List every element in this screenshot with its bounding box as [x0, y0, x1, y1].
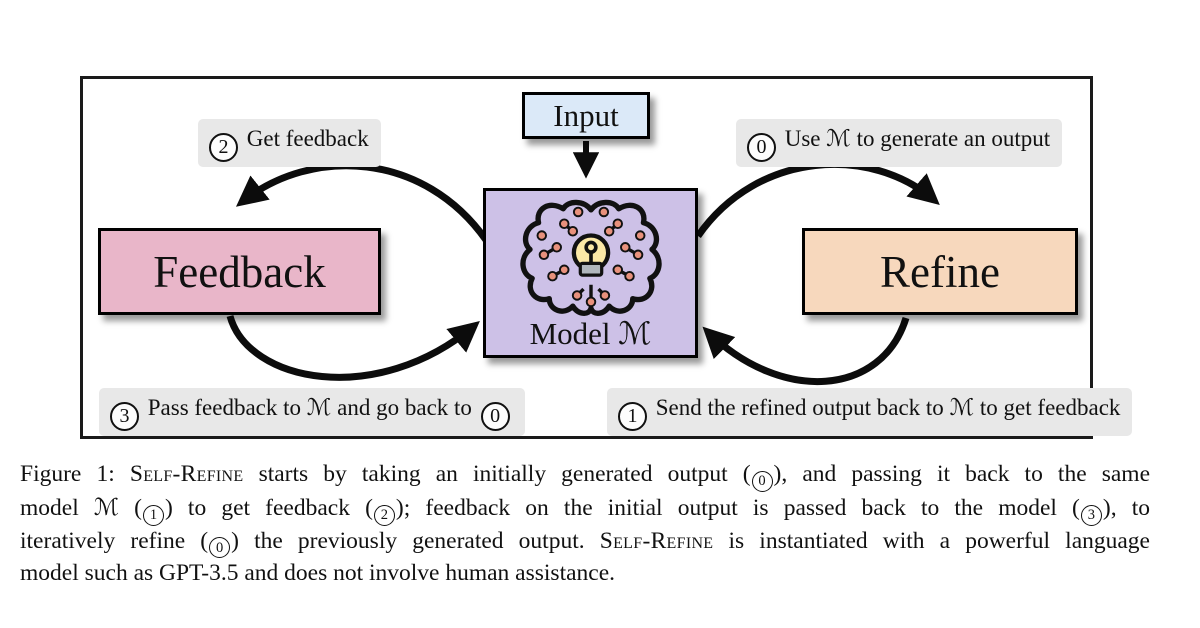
- circled-number: 3: [1080, 504, 1102, 526]
- circled-number: 3: [110, 401, 139, 431]
- refine-node: Refine: [802, 228, 1078, 315]
- feedback-node-label: Feedback: [153, 246, 326, 297]
- script-m-symbol: ℳ: [826, 126, 851, 152]
- script-m-symbol: ℳ: [93, 492, 120, 521]
- model-label-text: Model: [529, 316, 619, 351]
- circled-number: 1: [142, 504, 164, 526]
- figure-caption: Figure 1: Self-Refine starts by taking a…: [20, 459, 1150, 589]
- script-m-symbol: ℳ: [949, 395, 975, 421]
- model-node-label: Model ℳ: [529, 316, 652, 352]
- caption-line: Figure 1: Self-Refine starts by taking a…: [20, 459, 1150, 492]
- circled-number: 0: [209, 537, 231, 559]
- step-label-send-refined: 1 Send the refined output back to ℳ to g…: [607, 388, 1133, 436]
- caption-line: model ℳ (1) to get feedback (2); feedbac…: [20, 492, 1150, 526]
- brain-circuit-icon: [519, 199, 662, 316]
- feedback-node: Feedback: [98, 228, 381, 315]
- script-m-symbol: ℳ: [306, 395, 332, 421]
- refine-node-label: Refine: [880, 246, 1000, 297]
- input-node: Input: [522, 92, 650, 139]
- model-node: Model ℳ: [483, 188, 698, 358]
- circled-number: 2: [209, 132, 238, 162]
- smallcaps-text: Self-Refine: [129, 461, 244, 487]
- caption-line: iteratively refine (0) the previously ge…: [20, 526, 1150, 559]
- step-label-use-model: 0 Use ℳ to generate an output: [736, 119, 1063, 167]
- step-label-pass-feedback: 3 Pass feedback to ℳ and go back to 0: [99, 388, 525, 436]
- circled-number: 2: [373, 504, 395, 526]
- step-label-get-feedback: 2 Get feedback: [198, 119, 381, 167]
- script-m-symbol: ℳ: [618, 316, 652, 352]
- circled-number: 0: [480, 401, 510, 431]
- circled-number: 0: [747, 132, 776, 162]
- caption-line: model such as GPT-3.5 and does not invol…: [20, 560, 616, 587]
- circled-number: 0: [751, 470, 773, 492]
- smallcaps-text: Self-Refine: [599, 527, 714, 554]
- circled-number: 1: [618, 401, 647, 431]
- input-node-label: Input: [553, 97, 619, 133]
